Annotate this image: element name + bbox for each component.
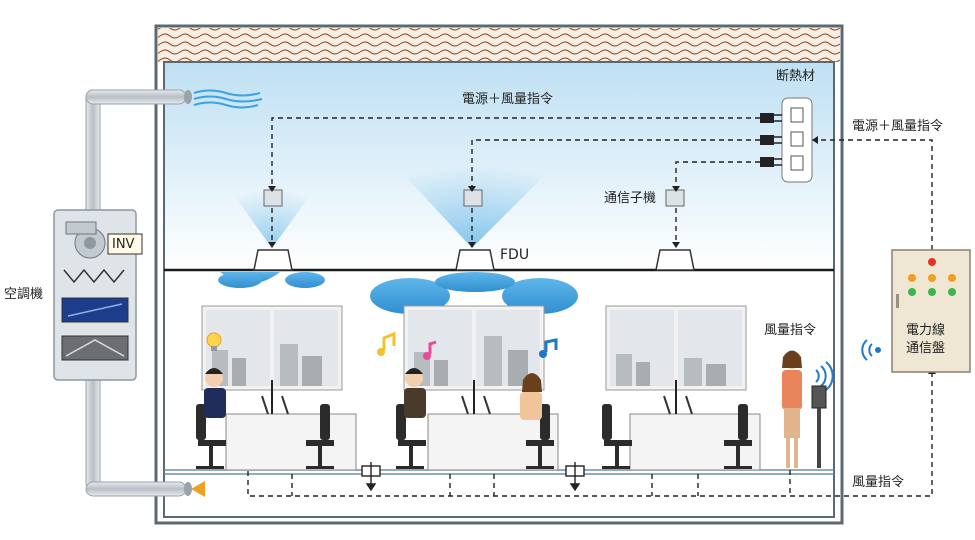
office-workers: [204, 350, 827, 468]
office-windows: [201, 305, 747, 391]
ac-unit-label: 空調機: [4, 287, 44, 302]
airflow-command-bottom-label: 風量指令: [852, 475, 905, 490]
power-airflow-label-top: 電源＋風量指令: [462, 92, 554, 107]
power-airflow-label-right: 電源＋風量指令: [852, 119, 944, 134]
lightbulb-icon: [206, 332, 222, 351]
wireless-signal-icon: [815, 339, 881, 391]
comm-slave-label: 通信子機: [604, 191, 657, 206]
fdu-label: FDU: [500, 247, 530, 263]
music-note-blue: [539, 338, 558, 358]
control-panel: [891, 249, 971, 373]
inv-label: INV: [112, 237, 135, 252]
return-air-arrow: [191, 481, 205, 497]
fdu-units: [253, 189, 695, 271]
floor-connectors: [361, 462, 585, 492]
office-chairs: [196, 404, 752, 469]
inv-badge: [107, 233, 143, 255]
panel-label-line1: 電力線: [906, 323, 946, 338]
airflow-command-person-label: 風量指令: [764, 323, 817, 338]
music-note-pink: [423, 340, 437, 360]
power-outlet-strip: [760, 97, 813, 183]
music-note-yellow: [377, 331, 396, 356]
insulation-label: 断熱材: [776, 69, 816, 84]
panel-label-line2: 通信盤: [906, 341, 946, 356]
